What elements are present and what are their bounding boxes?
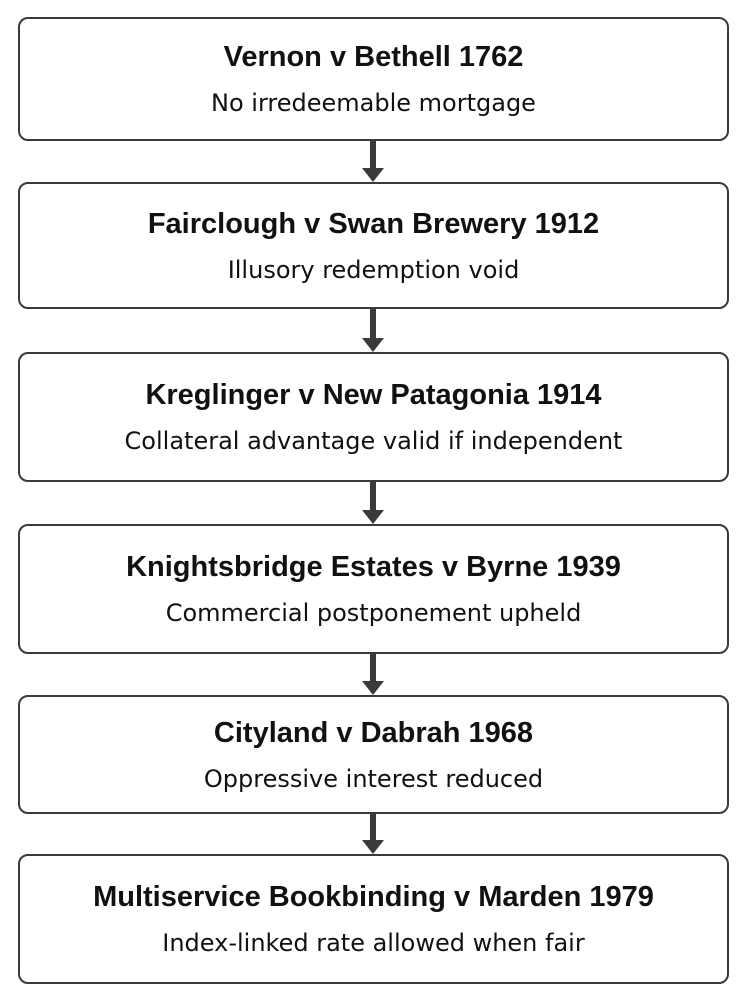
case-title: Fairclough v Swan Brewery 1912	[147, 207, 600, 240]
case-box-cityland-v-dabrah: Cityland v Dabrah 1968 Oppressive intere…	[18, 695, 729, 814]
case-box-multiservice-bookbinding-v-marden: Multiservice Bookbinding v Marden 1979 I…	[18, 854, 729, 984]
flow-arrow	[362, 654, 384, 695]
case-box-knightsbridge-estates-v-byrne: Knightsbridge Estates v Byrne 1939 Comme…	[18, 524, 729, 654]
case-title: Vernon v Bethell 1762	[223, 41, 524, 73]
case-holding: No irredeemable mortgage	[211, 89, 536, 117]
case-holding: Commercial postponement upheld	[165, 599, 582, 627]
case-holding: Collateral advantage valid if independen…	[124, 427, 623, 455]
case-holding: Illusory redemption void	[227, 255, 520, 284]
case-title: Cityland v Dabrah 1968	[213, 716, 534, 749]
flow-arrow	[362, 141, 384, 182]
flow-arrow	[362, 482, 384, 524]
case-holding: Oppressive interest reduced	[203, 764, 544, 793]
case-title: Kreglinger v New Patagonia 1914	[145, 379, 602, 411]
flow-arrow	[362, 309, 384, 352]
case-title: Multiservice Bookbinding v Marden 1979	[93, 881, 654, 913]
flow-arrow	[362, 814, 384, 854]
case-box-vernon-v-bethell: Vernon v Bethell 1762 No irredeemable mo…	[18, 17, 729, 141]
case-title: Knightsbridge Estates v Byrne 1939	[126, 551, 621, 583]
case-box-kreglinger-v-new-patagonia: Kreglinger v New Patagonia 1914 Collater…	[18, 352, 729, 482]
case-box-fairclough-v-swan-brewery: Fairclough v Swan Brewery 1912 Illusory …	[18, 182, 729, 309]
case-holding: Index-linked rate allowed when fair	[162, 929, 585, 957]
